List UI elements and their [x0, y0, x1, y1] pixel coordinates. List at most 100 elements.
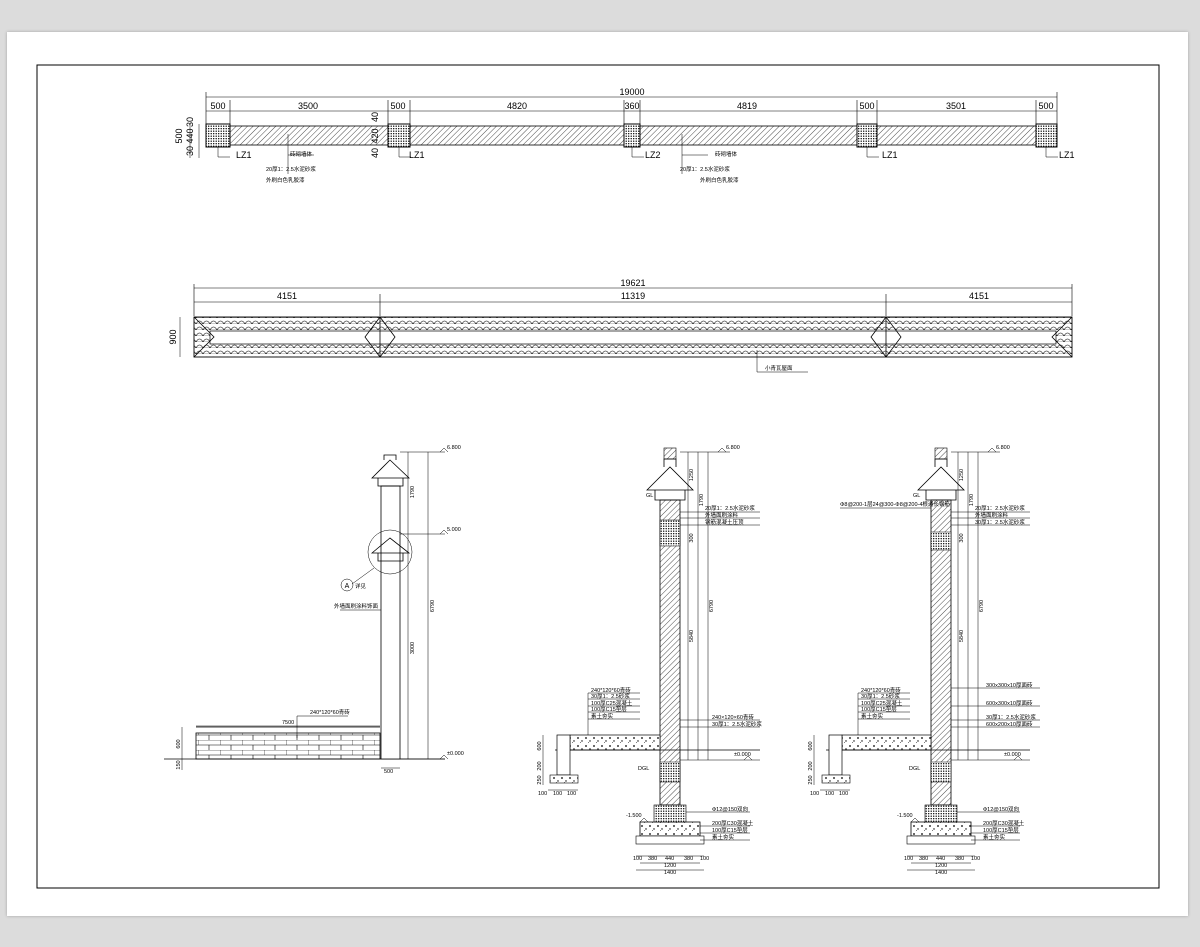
sec2-fd-1: 100: [633, 856, 642, 862]
plan-column-tag-3: LZ2: [645, 150, 661, 160]
sec3-note-l5: 素土夯实: [861, 712, 884, 720]
elev1-column: [380, 485, 401, 760]
sec2-lfd-2: 100: [553, 791, 562, 797]
sec3-lvd-1: 600: [808, 741, 814, 750]
sec2-footing: [639, 821, 701, 837]
elev1-column-cap: [371, 454, 411, 487]
drawing-border: [36, 64, 1160, 889]
sec3-lvd-2: 200: [808, 761, 814, 770]
elev1-wall-note: 外墙面刷涂料饰面: [334, 602, 379, 610]
plan-note-1-line-1: 砖砌墙体: [290, 150, 313, 158]
roof-height-dim: 900: [168, 329, 178, 344]
plan-left-dim-3: 30: [185, 117, 195, 127]
sec3-fd-1: 100: [904, 856, 913, 862]
column-section-2: 1250 300 5840 1790 6790 6.800 ±0.000 GL …: [537, 445, 762, 876]
sec3-note-r3: 30厚1：2.5水泥砂浆: [975, 518, 1025, 526]
plan-segment-dims: 500 3500 500 4820 360 4819 500 3501 500: [210, 101, 1053, 111]
sec3-top-note: Φ8@200-1层24@300-Φ8@200-4根通长钢筋: [840, 500, 950, 508]
sec3-level-found: -1.500: [897, 813, 913, 819]
plan-dim-6: 4819: [737, 101, 757, 111]
elev1-callout-text: 详见: [355, 582, 367, 590]
sec3-dim-3: 300: [959, 533, 965, 542]
roof-total-dim: 19621: [620, 278, 645, 288]
sec3-lfd-3: 100: [839, 791, 848, 797]
drawing-sheet: 19000 500 3500 500 4820 360 4819 500 350…: [7, 32, 1188, 916]
plan-column-tag-1: LZ1: [236, 150, 252, 160]
plan-column-tag-5: LZ1: [1059, 150, 1075, 160]
plan-note-1-line-2: 20厚1：2.5水泥砂浆: [266, 165, 316, 173]
elev1-brick-dim: 7500: [282, 720, 294, 726]
sec2-lvd-3: 250: [537, 775, 543, 784]
sec2-level-ground: ±0.000: [734, 752, 751, 758]
elev1-level-top: 6.800: [447, 445, 461, 451]
plan-left-dim-2: 440: [185, 128, 195, 143]
sec3-level-top: 6.800: [996, 445, 1010, 451]
plan-dim-3: 500: [390, 101, 405, 111]
sec2-lvd-2: 200: [537, 761, 543, 770]
plan-dim-7: 500: [859, 101, 874, 111]
sec2-found-note-1: Ф12@150双向: [712, 805, 748, 813]
sec2-fd-2: 380: [648, 856, 657, 862]
plan-column-4: [856, 123, 878, 148]
sec2-note-l3: 100厚C25混凝土: [591, 699, 633, 707]
sec3-lfd-1: 100: [810, 791, 819, 797]
sec3-note-r6: 30厚1：2.5水泥砂浆: [986, 713, 1036, 721]
roof-dim-2: 11319: [621, 291, 645, 301]
elev1-level-mid: 5.000: [447, 527, 461, 533]
elev1-column-mid-cap: [370, 537, 411, 562]
sec2-dim-4: 5840: [689, 630, 695, 642]
sec3-dim-5: 6790: [979, 600, 985, 612]
sec3-note-l1: 240*120*60青砖: [861, 686, 901, 694]
plan-column-tag-2: LZ1: [409, 150, 425, 160]
roof-note: 小青瓦屋面: [765, 364, 793, 372]
sec3-note-r2: 外墙面刷涂料: [975, 511, 1009, 519]
plan-column-3: [623, 123, 641, 148]
sec3-fd-5: 100: [971, 856, 980, 862]
sec2-found-note-3: 100厚C15垫层: [712, 826, 748, 834]
roof-ridge: [209, 330, 1057, 345]
sec2-dgl-label: DGL: [638, 766, 649, 772]
sec2-fd-5: 100: [700, 856, 709, 862]
elev1-callout-letter: A: [345, 583, 350, 590]
sec2-dim-2: 1790: [699, 494, 705, 506]
sec2-lfd-1: 100: [538, 791, 547, 797]
sec2-note-l2: 30厚1：2.5砂浆: [591, 692, 630, 700]
sec2-dim-5: 6790: [709, 600, 715, 612]
sec3-found-note-4: 素土夯实: [983, 833, 1006, 841]
plan-column-1: [205, 123, 231, 148]
sec3-fd-4: 380: [955, 856, 964, 862]
sec2-note-r3: 钢筋混凝土压顶: [705, 518, 744, 526]
elev1-brick-note: 240*120*60青砖: [310, 708, 350, 716]
roof-dim-3: 4151: [969, 291, 989, 301]
sec3-lvd-3: 250: [808, 775, 814, 784]
sec3-paving: [841, 734, 932, 751]
sec2-fd-3: 440: [665, 856, 674, 862]
column-section-3: 1250 300 5840 1790 6790 6.800 ±0.000 GL …: [808, 445, 1040, 876]
wall-plan-view: 19000 500 3500 500 4820 360 4819 500 350…: [174, 87, 1075, 184]
sec2-fw-1: 1200: [664, 863, 676, 869]
plan-left-dim-4: 30: [185, 146, 195, 156]
sec2-level-found: -1.500: [626, 813, 642, 819]
sec3-note-l2: 30厚1：2.5砂浆: [861, 692, 900, 700]
elev1-bottom-dim: 500: [384, 769, 393, 775]
plan-total-dim: 19000: [619, 87, 644, 97]
sec2-level-top: 6.800: [726, 445, 740, 451]
roof-dim-1: 4151: [277, 291, 297, 301]
plan-note-2-line-1: 砖砌墙体: [715, 150, 738, 158]
sec3-note-r4: 300x300x10厚面砖: [986, 681, 1033, 689]
sec3-found-note-3: 100厚C15垫层: [983, 826, 1019, 834]
plan-dim-1: 500: [210, 101, 225, 111]
sec2-note-l1: 240*120*60青砖: [591, 686, 631, 694]
sec2-note-l5: 素土夯实: [591, 712, 614, 720]
sec3-note-l3: 100厚C25混凝土: [861, 699, 903, 707]
plan-mid-dim-2: 420: [370, 128, 380, 143]
column-elevation-1: A 详见 外墙面刷涂料饰面 240*120*60青砖 7500 1790 679…: [164, 445, 464, 775]
plan-note-2-line-2: 20厚1：2.5水泥砂浆: [680, 165, 730, 173]
sec2-note-r1: 20厚1：2.5水泥砂浆: [705, 504, 755, 512]
drawing-canvas: 19000 500 3500 500 4820 360 4819 500 350…: [36, 64, 1160, 889]
sec2-note-r5: 30厚1：2.5水泥砂浆: [712, 720, 762, 728]
elev1-dim-2: 6790: [430, 600, 436, 612]
plan-dim-5: 360: [624, 101, 639, 111]
plan-mid-dim-3: 40: [370, 148, 380, 158]
sec2-dim-1: 1250: [689, 469, 695, 481]
